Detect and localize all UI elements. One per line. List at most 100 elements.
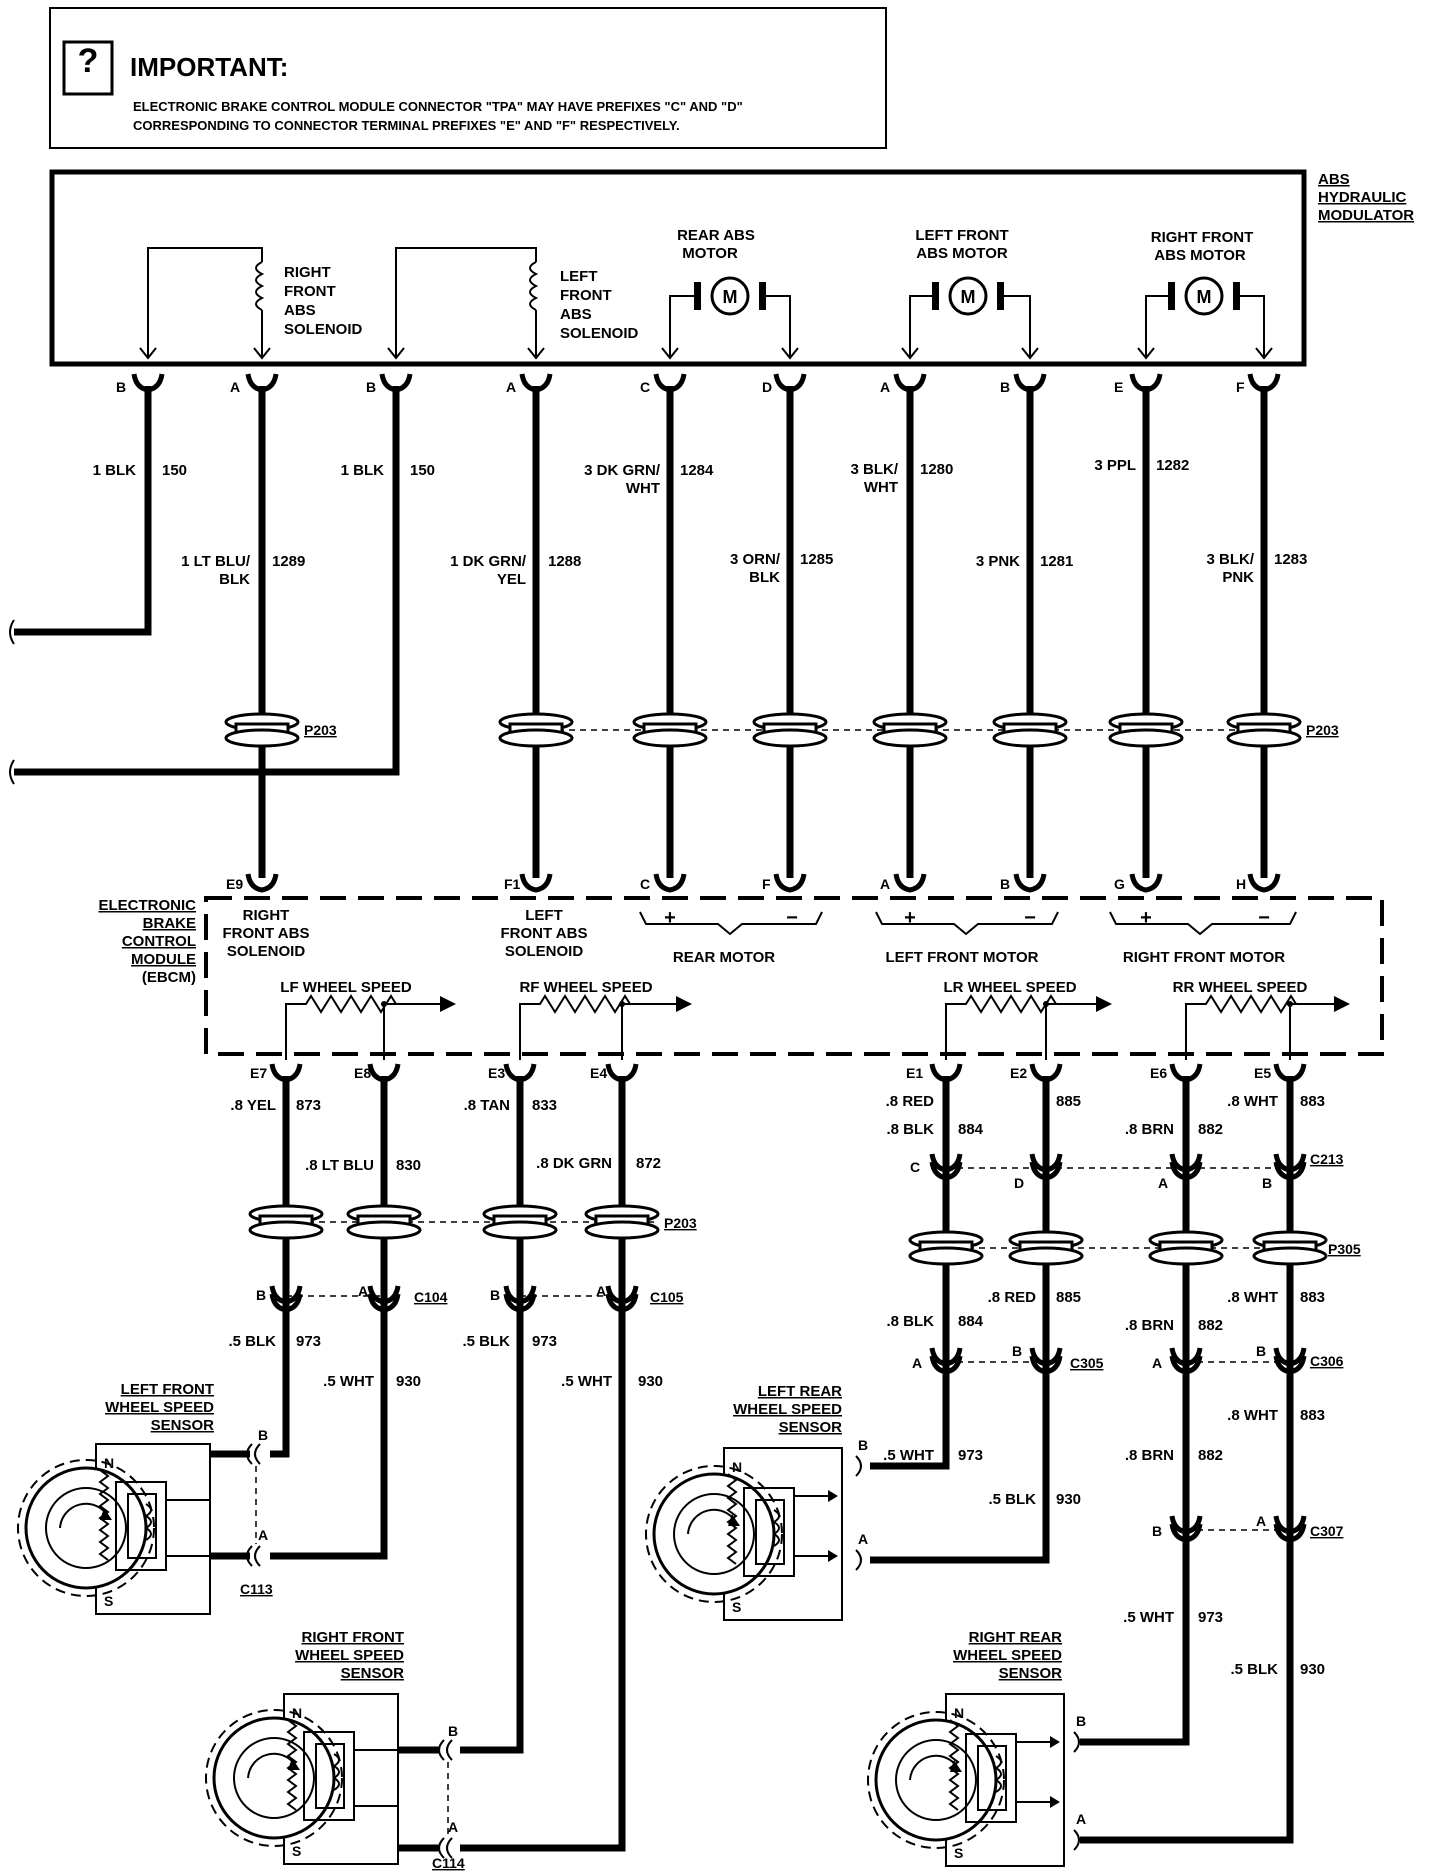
svg-text:+: +	[1140, 907, 1152, 929]
svg-text:WHEEL SPEED: WHEEL SPEED	[295, 1647, 404, 1664]
lf-abs-solenoid: LEFT FRONT ABS SOLENOID	[387, 247, 639, 359]
svg-text:973: 973	[296, 1333, 321, 1350]
svg-text:1288: 1288	[548, 553, 581, 570]
svg-text:ELECTRONIC: ELECTRONIC	[99, 897, 197, 914]
svg-text:B: B	[1000, 379, 1010, 395]
svg-text:C305: C305	[1070, 1355, 1104, 1371]
svg-text:C213: C213	[1310, 1151, 1344, 1167]
svg-text:930: 930	[638, 1373, 663, 1390]
lf-wheel-speed-sensor: LEFT FRONT WHEEL SPEED SENSOR N S B A C1…	[17, 1381, 273, 1615]
svg-text:3 DK GRN/: 3 DK GRN/	[584, 462, 661, 479]
svg-text:.5 WHT: .5 WHT	[1123, 1609, 1174, 1626]
svg-text:150: 150	[410, 462, 435, 479]
svg-text:3 PNK: 3 PNK	[976, 553, 1020, 570]
svg-text:RIGHT FRONT: RIGHT FRONT	[1151, 229, 1254, 246]
svg-text:E2: E2	[1010, 1065, 1027, 1081]
rf-wheel-speed-input: RF WHEEL SPEED	[519, 979, 692, 1060]
svg-text:WHT: WHT	[864, 479, 898, 496]
svg-text:.5 WHT: .5 WHT	[561, 1373, 612, 1390]
svg-text:D: D	[1014, 1175, 1024, 1191]
svg-text:.8 RED: .8 RED	[886, 1093, 935, 1110]
svg-text:ABS: ABS	[560, 306, 592, 323]
svg-text:.5 BLK: .5 BLK	[228, 1333, 276, 1350]
svg-text:RIGHT REAR: RIGHT REAR	[969, 1629, 1063, 1646]
svg-text:973: 973	[1198, 1609, 1223, 1626]
svg-text:1281: 1281	[1040, 553, 1073, 570]
svg-text:.5 BLK: .5 BLK	[988, 1491, 1036, 1508]
svg-text:E4: E4	[590, 1065, 607, 1081]
svg-text:N: N	[732, 1459, 742, 1475]
svg-text:1 BLK: 1 BLK	[341, 462, 385, 479]
modulator-pins: B A B A C D A B E F	[116, 379, 1245, 395]
svg-text:1 BLK: 1 BLK	[93, 462, 137, 479]
svg-text:S: S	[732, 1599, 741, 1615]
svg-text:F: F	[1236, 379, 1245, 395]
svg-text:B: B	[366, 379, 376, 395]
lr-sensor-harness: .8 RED 885 .8 BLK 884 .8 BLK 884 .8 RED …	[870, 1076, 1081, 1564]
svg-text:3 BLK/: 3 BLK/	[850, 461, 898, 478]
p203-label: P203	[304, 722, 337, 738]
svg-text:3 BLK/: 3 BLK/	[1206, 551, 1254, 568]
svg-text:1284: 1284	[680, 462, 714, 479]
svg-text:BLK: BLK	[219, 571, 250, 588]
svg-text:.8 BRN: .8 BRN	[1125, 1317, 1174, 1334]
notice-line-2: CORRESPONDING TO CONNECTOR TERMINAL PREF…	[133, 118, 680, 133]
svg-text:1283: 1283	[1274, 551, 1307, 568]
svg-text:−: −	[1258, 907, 1270, 929]
svg-text:M: M	[1197, 287, 1212, 307]
rf-wheel-speed-sensor: RIGHT FRONT WHEEL SPEED SENSOR N S B A C…	[205, 1629, 465, 1871]
rf-abs-solenoid: RIGHT FRONT ABS SOLENOID	[139, 247, 363, 359]
svg-text:SOLENOID: SOLENOID	[560, 325, 639, 342]
svg-text:930: 930	[1056, 1491, 1081, 1508]
svg-text:RF WHEEL SPEED: RF WHEEL SPEED	[519, 979, 652, 996]
svg-text:P203: P203	[664, 1215, 697, 1231]
svg-text:A: A	[1152, 1355, 1162, 1371]
lf-wheel-speed-input: LF WHEEL SPEED	[280, 979, 456, 1060]
svg-text:3 PPL: 3 PPL	[1094, 457, 1136, 474]
rear-inline-connectors: C D A B C213 P305 A B C305 A B C306 B A …	[908, 1151, 1361, 1540]
lf-abs-motor: LEFT FRONT ABS MOTOR M	[901, 227, 1039, 359]
svg-text:930: 930	[396, 1373, 421, 1390]
svg-text:MODULE: MODULE	[131, 951, 196, 968]
svg-text:SENSOR: SENSOR	[341, 1665, 405, 1682]
svg-text:.8 BLK: .8 BLK	[886, 1313, 934, 1330]
lr-wheel-speed-input: LR WHEEL SPEED	[943, 979, 1112, 1060]
important-notice: ? IMPORTANT: ELECTRONIC BRAKE CONTROL MO…	[49, 7, 887, 149]
svg-text:1285: 1285	[800, 551, 833, 568]
ebcm: ELECTRONIC BRAKE CONTROL MODULE (EBCM) E…	[99, 874, 1384, 1081]
warning-icon	[62, 40, 114, 96]
svg-text:PNK: PNK	[1222, 569, 1254, 586]
svg-text:C113: C113	[240, 1581, 273, 1597]
svg-text:.8 DK GRN: .8 DK GRN	[536, 1155, 612, 1172]
svg-text:B: B	[258, 1427, 268, 1443]
svg-text:−: −	[1024, 907, 1036, 929]
svg-text:?: ?	[78, 42, 99, 80]
svg-text:C105: C105	[650, 1289, 684, 1305]
svg-text:LEFT FRONT MOTOR: LEFT FRONT MOTOR	[885, 949, 1038, 966]
svg-text:A: A	[912, 1355, 922, 1371]
svg-text:P305: P305	[1328, 1241, 1361, 1257]
svg-text:E8: E8	[354, 1065, 371, 1081]
svg-text:1280: 1280	[920, 461, 953, 478]
svg-text:F: F	[762, 876, 771, 892]
front-inline-connectors: P203 B A C104 B A C105	[248, 1204, 697, 1310]
svg-text:884: 884	[958, 1121, 984, 1138]
svg-text:E6: E6	[1150, 1065, 1167, 1081]
svg-text:A: A	[258, 1527, 268, 1543]
svg-text:LEFT FRONT: LEFT FRONT	[915, 227, 1008, 244]
svg-text:A: A	[1076, 1811, 1086, 1827]
svg-text:B: B	[448, 1723, 458, 1739]
svg-text:M: M	[961, 287, 976, 307]
svg-text:.5 WHT: .5 WHT	[323, 1373, 374, 1390]
svg-text:885: 885	[1056, 1289, 1081, 1306]
svg-text:FRONT: FRONT	[560, 287, 612, 304]
svg-text:MOTOR: MOTOR	[682, 245, 738, 262]
lr-wheel-speed-sensor: LEFT REAR WHEEL SPEED SENSOR N S B A	[645, 1383, 868, 1621]
svg-text:C306: C306	[1310, 1353, 1344, 1369]
svg-text:REAR ABS: REAR ABS	[677, 227, 755, 244]
svg-text:.8 BLK: .8 BLK	[886, 1121, 934, 1138]
svg-text:C114: C114	[432, 1855, 465, 1871]
svg-text:S: S	[954, 1845, 963, 1861]
svg-text:N: N	[292, 1705, 302, 1721]
abs-hydraulic-modulator: ABS HYDRAULIC MODULATOR RIGHT FRONT ABS …	[49, 169, 1414, 395]
